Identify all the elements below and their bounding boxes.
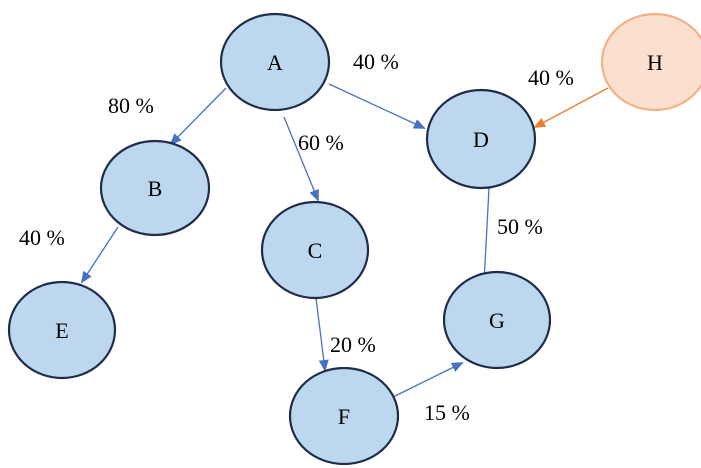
node-g-shape (442, 270, 552, 370)
node-c: C (260, 200, 370, 300)
node-c-label: C (308, 238, 323, 263)
edge-label-f-g: 15 % (424, 400, 470, 425)
edge-label-a-b: 80 % (108, 93, 154, 118)
edge-b-e (80, 226, 119, 284)
node-h: H (600, 12, 701, 112)
node-e-shape (7, 280, 117, 380)
edge-h-d (533, 87, 609, 128)
node-b-label: B (148, 176, 163, 201)
node-e: E (7, 280, 117, 380)
edge-a-b (169, 87, 227, 146)
node-g-label: G (489, 308, 505, 333)
edge-c-f (315, 297, 329, 372)
edge-d-g (479, 187, 490, 285)
node-c-shape (260, 200, 370, 300)
edge-f-g (392, 362, 464, 398)
node-d-label: D (473, 127, 489, 152)
node-h-shape (600, 12, 701, 112)
node-e-label: E (55, 318, 68, 343)
edge-label-d-g: 50 % (497, 214, 543, 239)
node-a: A (219, 12, 331, 112)
edge-a-d (328, 83, 426, 129)
nodes: A B C D E F G H (7, 12, 701, 466)
edge-label-h-d: 40 % (528, 65, 574, 90)
node-d-shape (425, 88, 537, 190)
edge-label-a-d: 40 % (353, 49, 399, 74)
node-h-label: H (647, 50, 663, 75)
edge-a-c (283, 116, 319, 202)
edges (80, 83, 609, 398)
edge-label-c-f: 20 % (330, 332, 376, 357)
edge-label-a-c: 60 % (298, 130, 344, 155)
node-g: G (442, 270, 552, 370)
node-a-shape (219, 12, 331, 112)
node-f: F (288, 366, 400, 466)
node-b: B (99, 139, 211, 237)
node-f-label: F (338, 404, 350, 429)
node-a-label: A (267, 50, 283, 75)
edge-labels: 80 % 60 % 40 % 40 % 20 % 50 % 15 % 40 % (19, 49, 574, 425)
edge-label-b-e: 40 % (19, 225, 65, 250)
node-d: D (425, 88, 537, 190)
node-f-shape (288, 366, 400, 466)
node-b-shape (99, 139, 211, 237)
